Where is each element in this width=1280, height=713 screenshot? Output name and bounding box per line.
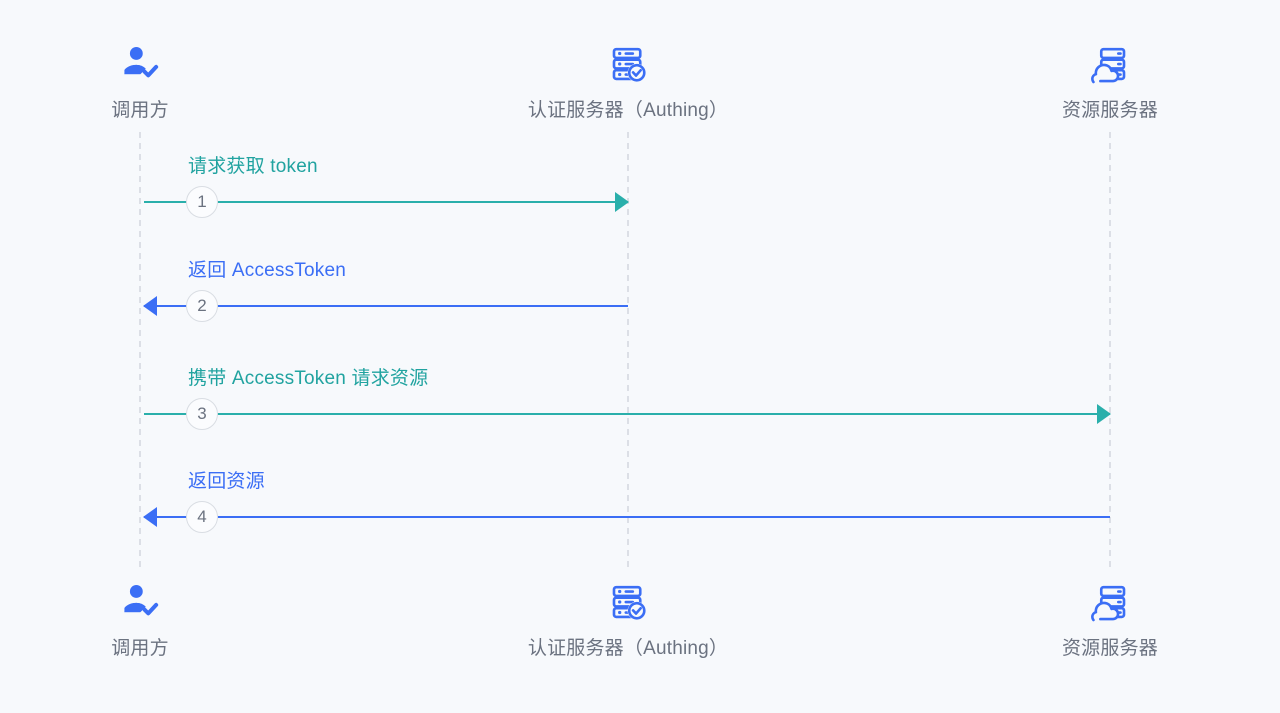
actor-resource-bottom: 资源服务器 <box>930 576 1280 662</box>
actor-resource-top: 资源服务器 <box>930 38 1280 124</box>
user-check-icon <box>0 38 320 90</box>
arrow-right-icon <box>1097 404 1111 424</box>
message-label: 返回 AccessToken <box>188 260 347 281</box>
server-cloud-icon <box>930 38 1280 90</box>
step-badge: 4 <box>186 501 218 533</box>
arrow-right-icon <box>615 192 629 212</box>
message-1[interactable]: 请求获取 token 1 <box>144 154 629 218</box>
lifeline-auth <box>627 132 629 572</box>
message-line <box>144 516 1110 518</box>
actor-caller-bottom: 调用方 <box>0 576 320 662</box>
message-2[interactable]: 返回 AccessToken 2 <box>143 258 628 322</box>
actor-label: 调用方 <box>111 100 169 121</box>
server-cloud-icon <box>930 576 1280 628</box>
arrow-left-icon <box>143 507 157 527</box>
message-line <box>144 305 628 307</box>
message-line <box>144 201 628 203</box>
actor-label: 认证服务器（Authing） <box>527 100 729 121</box>
lifeline-caller <box>139 132 141 572</box>
message-line <box>144 413 1110 415</box>
actor-auth-top: 认证服务器（Authing） <box>448 38 808 124</box>
actor-label: 认证服务器（Authing） <box>527 638 729 659</box>
actor-caller-top: 调用方 <box>0 38 320 124</box>
step-badge: 2 <box>186 290 218 322</box>
actor-label: 资源服务器 <box>1061 638 1158 659</box>
message-label: 请求获取 token <box>188 156 318 177</box>
step-badge: 3 <box>186 398 218 430</box>
server-check-icon <box>448 576 808 628</box>
actor-label: 调用方 <box>111 638 169 659</box>
arrow-left-icon <box>143 296 157 316</box>
step-badge: 1 <box>186 186 218 218</box>
message-label: 返回资源 <box>188 471 265 492</box>
actor-auth-bottom: 认证服务器（Authing） <box>448 576 808 662</box>
message-3[interactable]: 携带 AccessToken 请求资源 3 <box>144 366 1111 430</box>
message-label: 携带 AccessToken 请求资源 <box>188 368 429 389</box>
server-check-icon <box>448 38 808 90</box>
user-check-icon <box>0 576 320 628</box>
message-4[interactable]: 返回资源 4 <box>143 469 1110 533</box>
actor-label: 资源服务器 <box>1061 100 1158 121</box>
lifeline-resource <box>1109 132 1111 572</box>
